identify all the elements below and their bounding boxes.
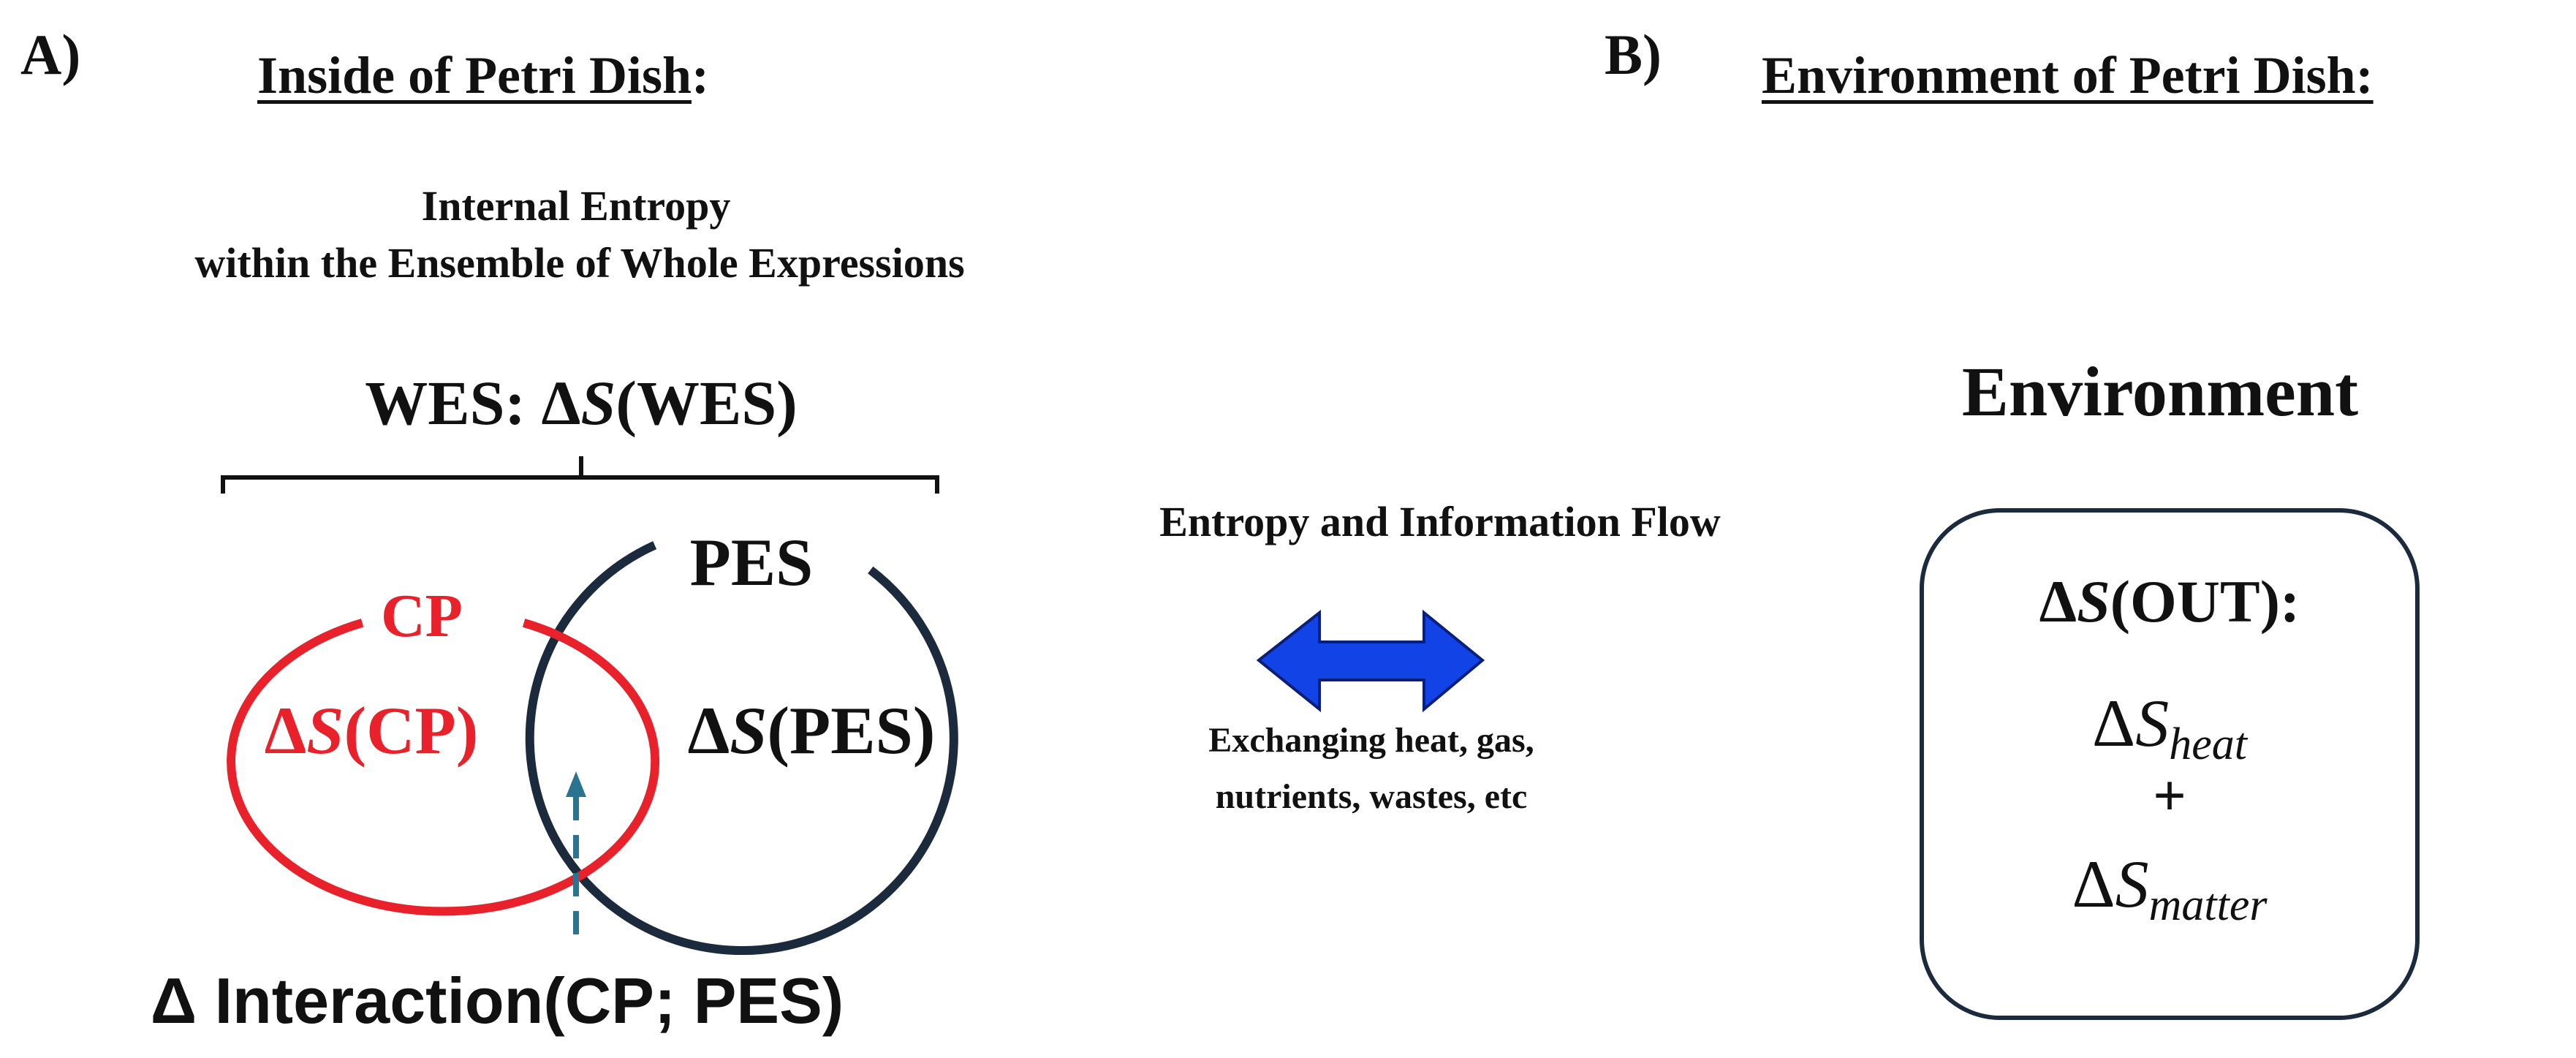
- delta-s-out: ΔS(OUT):: [2039, 568, 2300, 635]
- exchange-line2: nutrients, wastes, etc: [1215, 777, 1528, 816]
- delta-s-cp: ΔS(CP): [265, 693, 479, 768]
- wes-bracket: [221, 456, 939, 494]
- flow-title: Entropy and Information Flow: [1159, 498, 1721, 545]
- panel-b-letter: B): [1605, 23, 1662, 86]
- pes-circle: [525, 541, 958, 955]
- delta-s-matter: ΔSmatter: [2072, 847, 2268, 930]
- panel-b-heading: Environment of Petri Dish:: [1762, 46, 2374, 105]
- panel-a-heading-colon: :: [692, 46, 709, 105]
- environment-label: Environment: [1961, 352, 2359, 431]
- delta-s-pes: ΔS(PES): [688, 693, 936, 768]
- exchange-line1: Exchanging heat, gas,: [1208, 721, 1534, 760]
- pes-label: PES: [690, 525, 814, 600]
- panel-a-letter: A): [20, 23, 81, 86]
- wes-label: WES: ΔS(WES): [365, 368, 798, 438]
- interaction-arrowhead: [566, 771, 586, 797]
- delta-s-heat: ΔSheat: [2092, 686, 2249, 769]
- panel-a-heading-text: Inside of Petri Dish: [257, 46, 692, 105]
- environment-box-content: ΔS(OUT): ΔSheat + ΔSmatter: [2039, 568, 2300, 930]
- panel-a-heading: Inside of Petri Dish:: [257, 45, 709, 106]
- plus-sign: +: [2153, 764, 2186, 828]
- double-arrow-icon: [1256, 609, 1485, 713]
- internal-entropy-line1: Internal Entropy: [421, 182, 731, 230]
- cp-circle: [227, 619, 660, 916]
- interaction-label: Δ Interaction(CP; PES): [150, 964, 844, 1037]
- environment-box: [1920, 508, 2420, 1020]
- venn-diagram: WES: ΔS(WES) CP PES ΔS(CP) ΔS(PES): [221, 368, 958, 955]
- internal-entropy-line2: within the Ensemble of Whole Expressions: [194, 239, 965, 287]
- cp-label: CP: [381, 582, 463, 650]
